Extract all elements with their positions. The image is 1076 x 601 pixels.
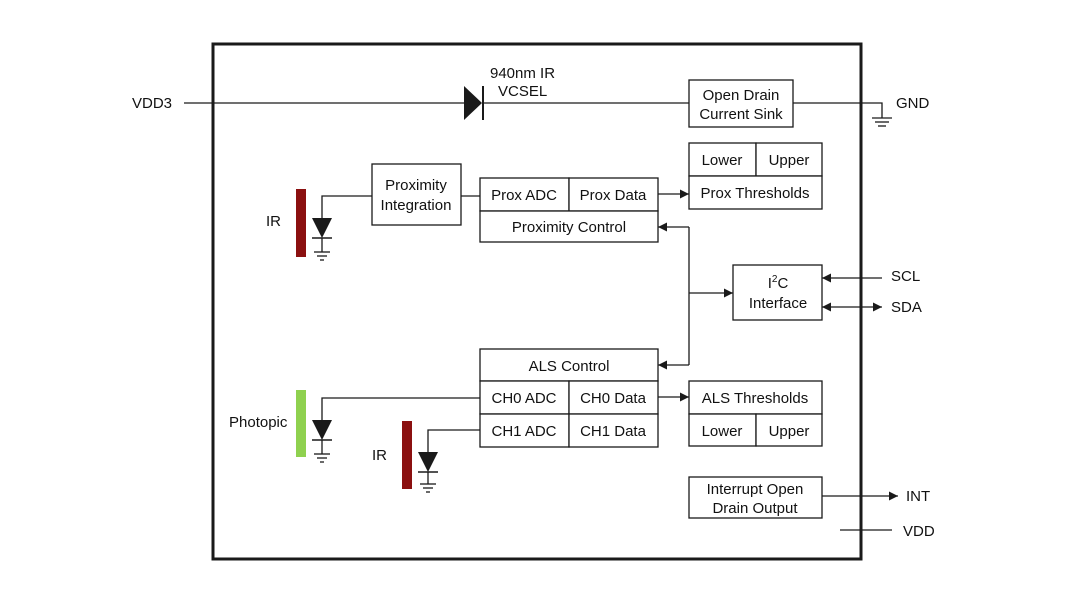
prox-adc-block: Prox ADC xyxy=(479,177,570,212)
ch0-data-block: CH0 Data xyxy=(568,380,659,415)
als-thresholds-label: ALS Thresholds xyxy=(702,390,808,407)
prox-data-label: Prox Data xyxy=(580,187,647,204)
current-sink-line2: Current Sink xyxy=(699,106,783,123)
proximity-integration-block: Proximity Integration xyxy=(371,163,462,226)
ir-filter-bottom xyxy=(402,421,412,489)
sensor-ir-bottom-label: IR xyxy=(372,447,387,464)
current-sink-line1: Open Drain xyxy=(703,87,780,104)
interrupt-label-line1: Interrupt Open xyxy=(707,481,804,498)
prox-thresholds-label: Prox Thresholds xyxy=(701,185,810,202)
prox-threshold-upper-label: Upper xyxy=(769,152,810,169)
prox-integration-line1: Proximity xyxy=(385,177,447,194)
ch0-data-label: CH0 Data xyxy=(580,390,647,407)
ch1-data-block: CH1 Data xyxy=(568,413,659,448)
prox-adc-label: Prox ADC xyxy=(491,187,557,204)
ground-icon xyxy=(872,117,892,127)
ch0-adc-label: CH0 ADC xyxy=(491,390,556,407)
proximity-control-label: Proximity Control xyxy=(512,219,626,236)
sink-to-gnd-wire xyxy=(793,102,883,118)
pin-scl-label: SCL xyxy=(891,268,920,285)
als-threshold-lower-label: Lower xyxy=(702,423,743,440)
ch1-data-label: CH1 Data xyxy=(580,423,647,440)
sensor-ir-top-label: IR xyxy=(266,213,281,230)
i2c-label-line2: Interface xyxy=(749,295,807,312)
interrupt-output-block: Interrupt Open Drain Output xyxy=(688,476,823,519)
als-control-label: ALS Control xyxy=(529,358,610,375)
pin-int-label: INT xyxy=(906,488,930,505)
i2c-label-line1: I2C xyxy=(768,274,789,292)
photodiode-icon-ch0 xyxy=(312,397,480,463)
photodiode-icon-prox xyxy=(312,195,372,261)
proximity-control-block: Proximity Control xyxy=(479,210,659,243)
i2c-interface-block: I2C Interface xyxy=(732,264,823,321)
als-threshold-upper-label: Upper xyxy=(769,423,810,440)
interrupt-label-line2: Drain Output xyxy=(712,500,798,517)
ch1-adc-block: CH1 ADC xyxy=(479,413,570,448)
als-thresholds-block: ALS Thresholds Lower Upper xyxy=(688,380,823,447)
ch1-adc-label: CH1 ADC xyxy=(491,423,556,440)
prox-threshold-lower-label: Lower xyxy=(702,152,743,169)
sensor-photopic-label: Photopic xyxy=(229,414,288,431)
vcsel-label-line1: 940nm IR xyxy=(490,65,555,82)
ir-filter-top xyxy=(296,189,306,257)
photopic-filter xyxy=(296,390,306,457)
chip-outline xyxy=(211,42,863,561)
prox-thresholds-block: Lower Upper Prox Thresholds xyxy=(688,142,823,210)
prox-integration-line2: Integration xyxy=(381,197,452,214)
current-sink-block: Open Drain Current Sink xyxy=(688,79,794,128)
prox-data-block: Prox Data xyxy=(568,177,659,212)
pin-vdd-label: VDD xyxy=(903,523,935,540)
pin-sda-label: SDA xyxy=(891,299,922,316)
ch0-adc-block: CH0 ADC xyxy=(479,380,570,415)
vcsel-label-line2: VCSEL xyxy=(498,83,547,100)
pin-vdd3-label: VDD3 xyxy=(132,95,172,112)
als-control-block: ALS Control xyxy=(479,348,659,382)
pin-gnd-label: GND xyxy=(896,95,930,112)
photodiode-icon-ch1 xyxy=(418,429,480,493)
vcsel-diode-icon xyxy=(464,86,484,120)
